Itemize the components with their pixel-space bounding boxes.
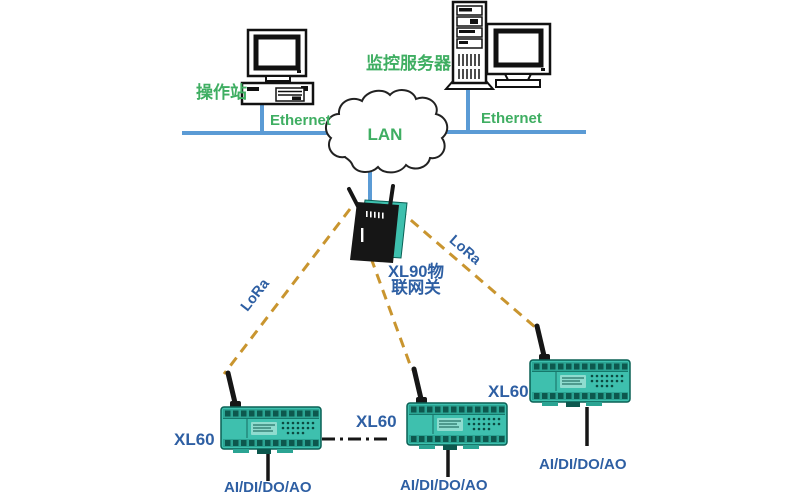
ethernet-left-label: Ethernet <box>270 112 331 129</box>
gateway-label-line2: 联网关 <box>391 279 441 297</box>
gateway-label: XL90物 联网关 <box>384 263 448 297</box>
xl60-middle-label: XL60 <box>356 412 397 431</box>
io-middle-label: AI/DI/DO/AO <box>400 477 488 494</box>
lan-label: LAN <box>367 125 403 144</box>
io-drop-lines <box>266 407 589 481</box>
io-left-label: AI/DI/DO/AO <box>224 479 312 496</box>
lora-link-lines <box>222 207 536 375</box>
lan-cloud-icon <box>324 89 449 174</box>
xl60-right-label: XL60 <box>488 382 529 401</box>
xl60-left-label: XL60 <box>174 430 215 449</box>
operator-station-icon <box>240 28 315 106</box>
lora-line-right <box>397 207 536 329</box>
operator-station-label: 操作站 <box>196 83 247 102</box>
gateway-device-icon <box>347 184 408 263</box>
xl60-device-right-icon <box>530 326 630 407</box>
ethernet-right-label: Ethernet <box>481 110 542 127</box>
lora-line-middle <box>369 257 414 371</box>
xl60-device-left-icon <box>221 373 321 454</box>
io-right-label: AI/DI/DO/AO <box>539 456 627 473</box>
lora-line-left <box>222 208 352 375</box>
monitor-server-icon <box>443 0 552 90</box>
gateway-label-line1: XL90物 <box>388 263 444 281</box>
monitor-server-label: 监控服务器 <box>366 54 451 73</box>
